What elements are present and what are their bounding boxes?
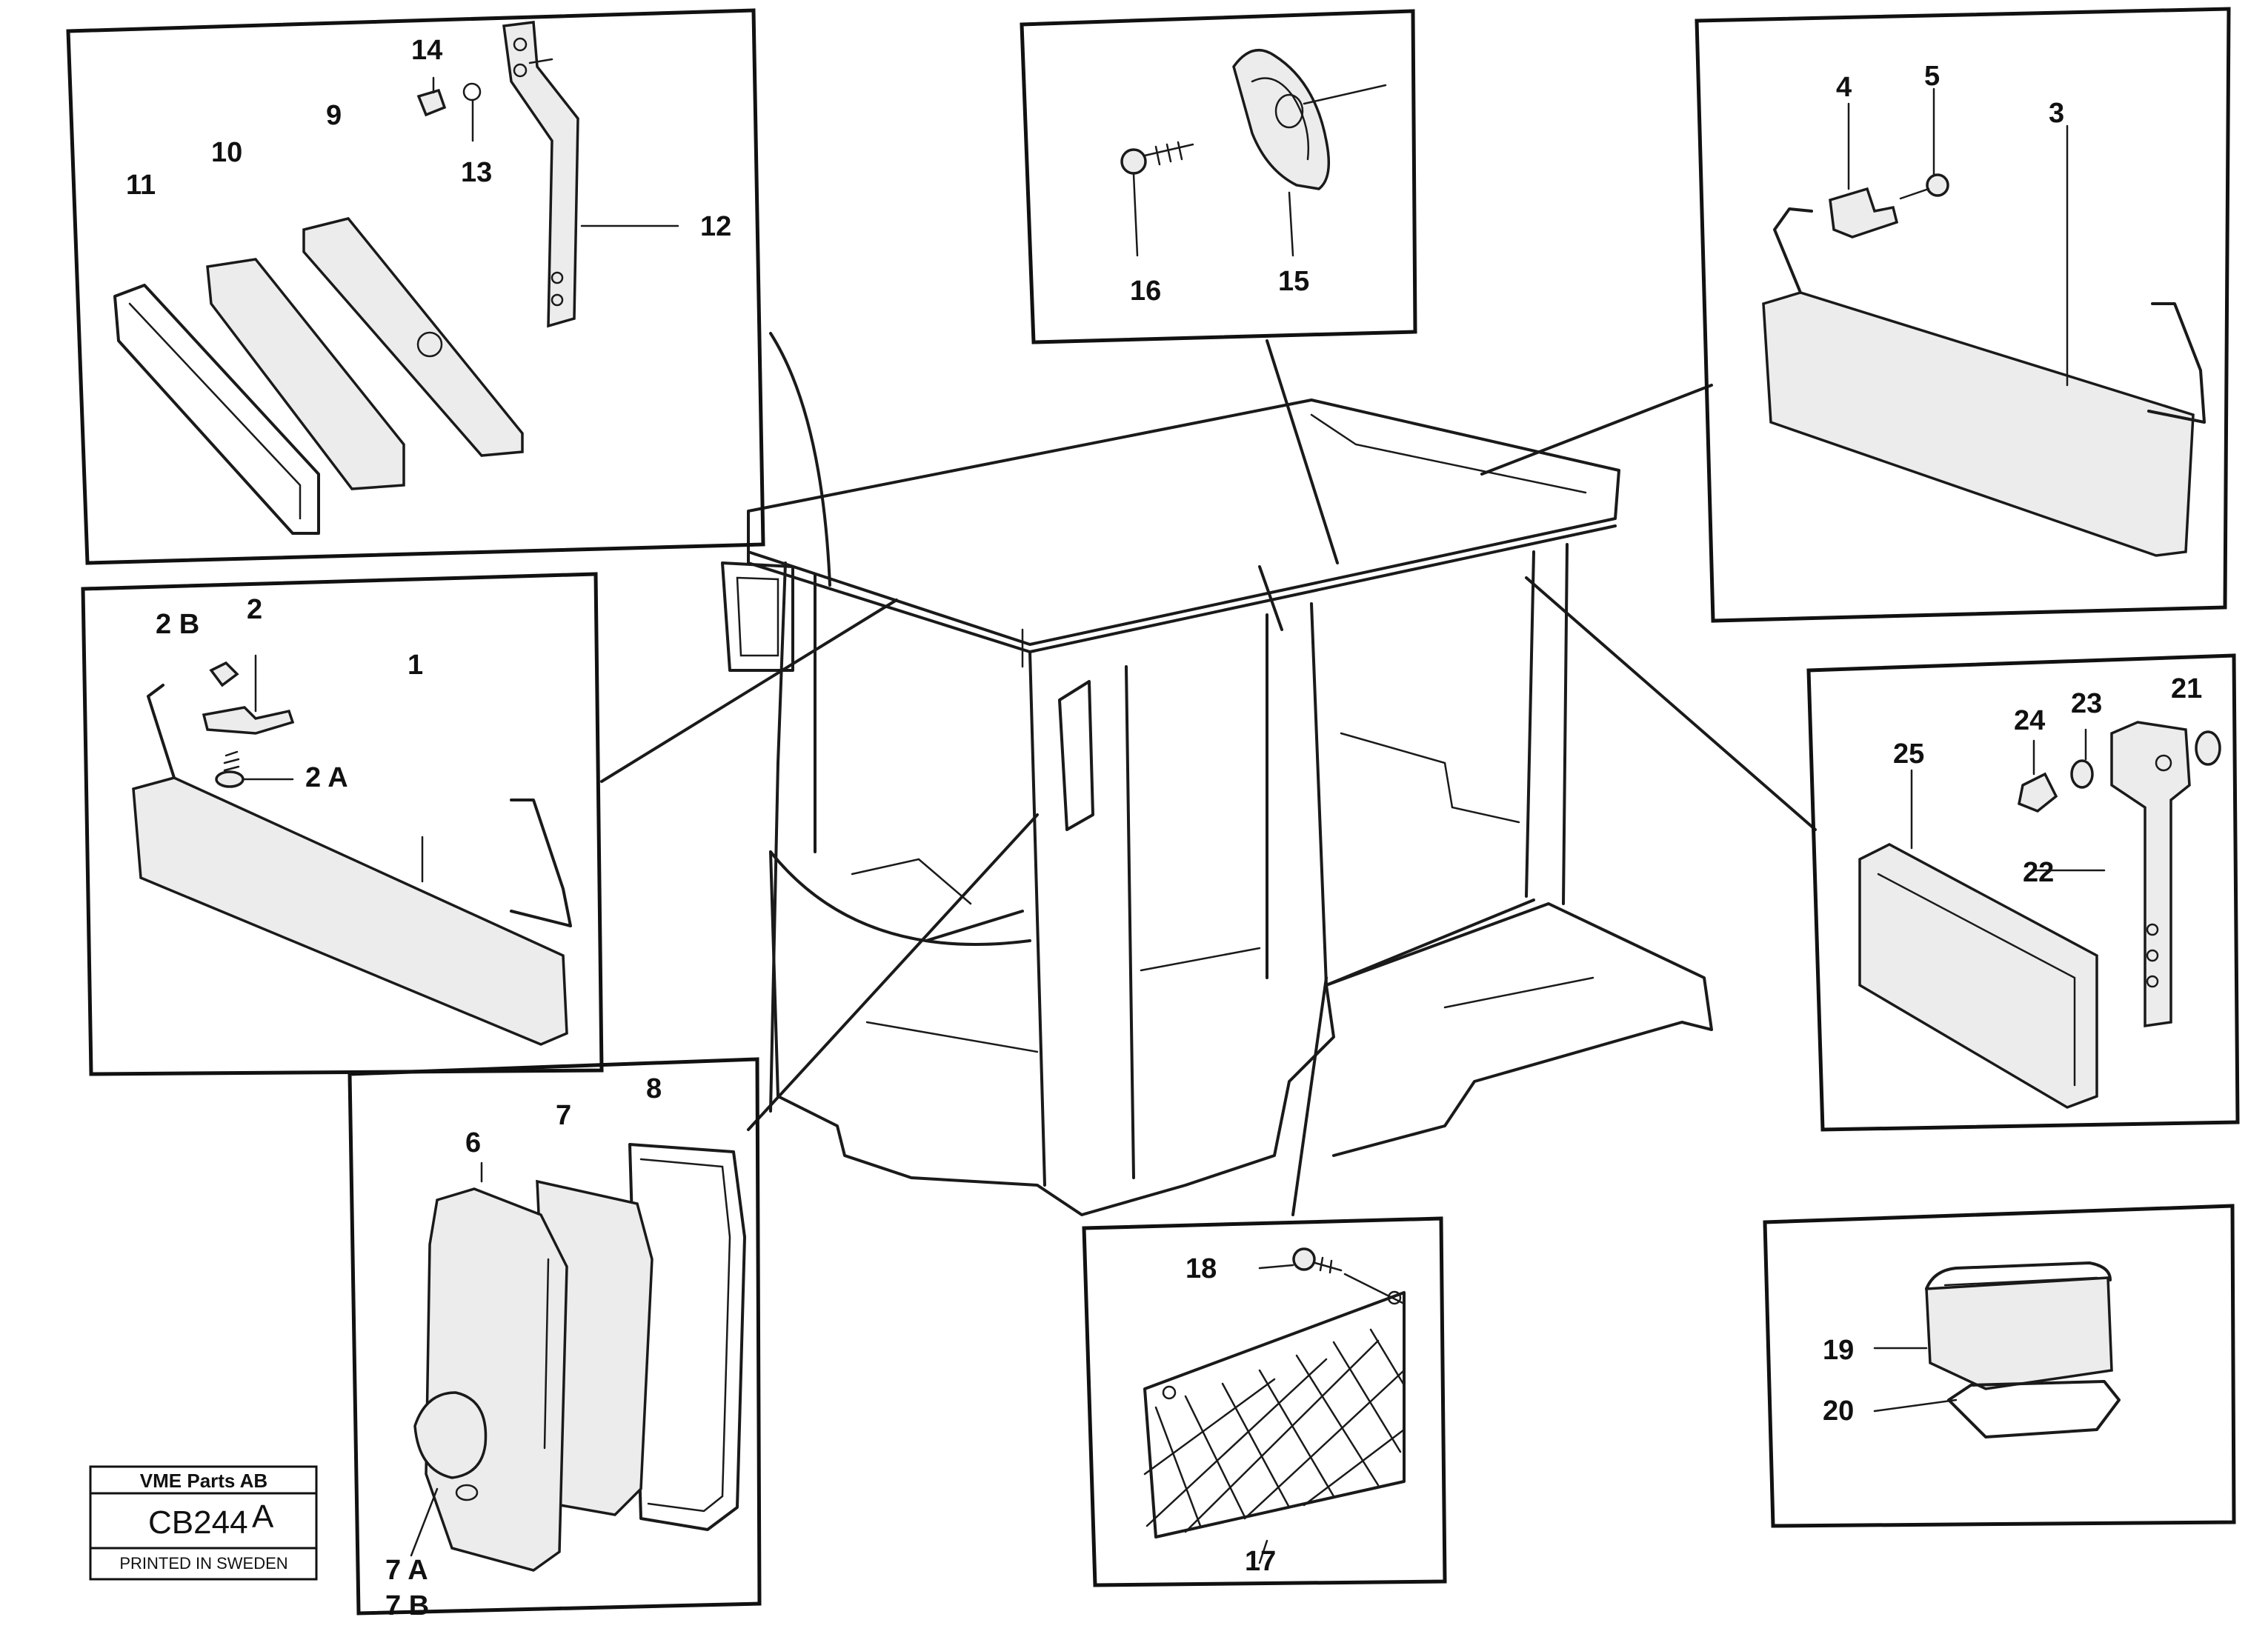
label-14: 14 xyxy=(411,35,442,66)
box-mirror-right xyxy=(1806,653,2240,1132)
label-3: 3 xyxy=(2049,98,2064,129)
label-18: 18 xyxy=(1185,1253,1217,1284)
title-stamp: VME Parts AB CB244 A PRINTED IN SWEDEN xyxy=(89,1465,318,1581)
label-25: 25 xyxy=(1893,739,1924,770)
label-13: 13 xyxy=(461,157,492,188)
stamp-code-suffix: A xyxy=(252,1498,274,1535)
label-20: 20 xyxy=(1823,1396,1854,1427)
label-1: 1 xyxy=(408,650,423,681)
label-12: 12 xyxy=(700,211,731,242)
box-sun-visor-right xyxy=(1695,7,2231,623)
label-23: 23 xyxy=(2071,688,2102,719)
label-17: 17 xyxy=(1245,1546,1276,1577)
label-11: 11 xyxy=(126,170,156,201)
label-2b: 2 B xyxy=(156,609,199,640)
stamp-printed: PRINTED IN SWEDEN xyxy=(119,1554,287,1573)
label-2: 2 xyxy=(247,594,262,625)
cab-illustration xyxy=(721,399,1713,1216)
label-9: 9 xyxy=(326,100,342,131)
label-21: 21 xyxy=(2171,673,2202,704)
stamp-company: VME Parts AB xyxy=(140,1470,267,1492)
label-8: 8 xyxy=(646,1073,662,1104)
label-4: 4 xyxy=(1836,72,1852,103)
label-7b: 7 B xyxy=(385,1590,429,1621)
label-5: 5 xyxy=(1924,61,1940,92)
label-2a: 2 A xyxy=(305,762,348,793)
label-7a: 7 A xyxy=(385,1555,428,1586)
box-side-mirror xyxy=(347,1057,762,1616)
label-16: 16 xyxy=(1130,276,1161,307)
label-19: 19 xyxy=(1823,1335,1854,1366)
leader-lines xyxy=(600,332,1817,1216)
label-7: 7 xyxy=(556,1100,571,1131)
label-10: 10 xyxy=(211,137,242,168)
stamp-code: CB244 xyxy=(148,1504,248,1541)
box-sun-visor-left xyxy=(81,572,604,1076)
label-22: 22 xyxy=(2023,857,2054,888)
label-6: 6 xyxy=(465,1127,481,1158)
label-15: 15 xyxy=(1278,266,1309,297)
box-rear-mirror-assembly xyxy=(66,8,765,565)
label-24: 24 xyxy=(2014,705,2045,736)
box-storage-net xyxy=(1082,1216,1447,1587)
box-coat-hook xyxy=(1020,9,1417,344)
part-labels: 11 10 9 14 13 12 2 B 2 1 2 A 6 7 8 7 A 7… xyxy=(126,35,2202,1621)
box-storage-tray xyxy=(1763,1204,2236,1528)
